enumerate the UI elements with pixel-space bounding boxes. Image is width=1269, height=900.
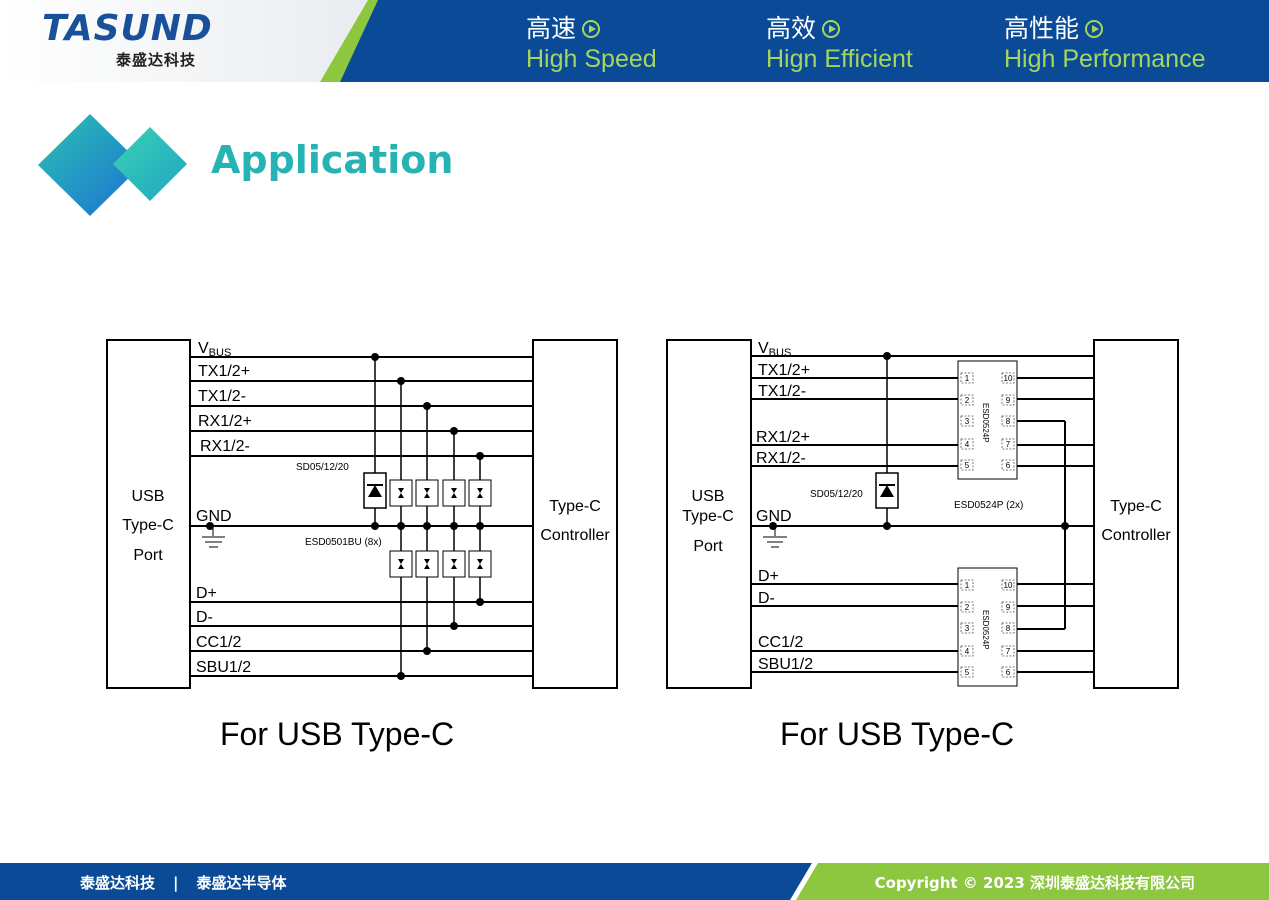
- esd-label: ESD0524P (2x): [954, 500, 1023, 511]
- signal-label: GND: [196, 508, 232, 525]
- svg-text:9: 9: [1006, 396, 1011, 405]
- svg-text:6: 6: [1006, 668, 1011, 677]
- signal-label: D-: [196, 609, 213, 626]
- esd-label: ESD0501BU (8x): [305, 537, 382, 548]
- controller-box: [1093, 339, 1179, 689]
- chip-name: ESD0524P: [981, 610, 990, 650]
- company-logo: TASUND 泰盛达科技: [0, 0, 330, 82]
- svg-text:3: 3: [965, 417, 970, 426]
- footer-company: 泰盛达科技: [80, 874, 156, 892]
- slogan-efficient-en: Hign Efficient: [766, 45, 913, 73]
- svg-text:7: 7: [1006, 647, 1011, 656]
- signal-label: TX1/2+: [758, 362, 810, 379]
- footer-copyright: Copyright © 2023 深圳泰盛达科技有限公司: [874, 874, 1195, 892]
- signal-label: SBU1/2: [758, 656, 813, 673]
- signal-label: TX1/2-: [198, 388, 246, 405]
- svg-text:10: 10: [1004, 581, 1013, 590]
- circuit-diagram-esd0501bu: VBUS TX1/2+ TX1/2- RX1/2+ RX1/2- GND D+ …: [106, 339, 618, 689]
- svg-text:8: 8: [1006, 624, 1011, 633]
- port-label: Type-C: [682, 508, 734, 525]
- svg-text:9: 9: [1006, 603, 1011, 612]
- signal-label: RX1/2+: [198, 413, 252, 430]
- port-label: USB: [132, 488, 165, 505]
- signal-label: D+: [196, 585, 217, 602]
- signal-label: RX1/2-: [200, 438, 250, 455]
- signal-label: D+: [758, 568, 779, 585]
- svg-text:5: 5: [965, 668, 970, 677]
- port-label: Port: [693, 538, 723, 555]
- circuit-diagram-esd0524p: 1 2 3 4 5 10 9 8 7 6 1 2 3 4 5 10 9 8 7 …: [666, 339, 1179, 689]
- usb-port-box: [106, 339, 191, 689]
- play-circle-icon: [582, 20, 601, 38]
- vbus-label: VBUS: [758, 340, 791, 359]
- tvs-label: SD05/12/20: [296, 462, 349, 473]
- svg-text:2: 2: [965, 603, 970, 612]
- slogan-performance-en: High Performance: [1004, 45, 1206, 73]
- footer-company-names: 泰盛达科技 | 泰盛达半导体: [80, 872, 287, 893]
- svg-text:4: 4: [965, 647, 970, 656]
- page-title: Application: [211, 138, 454, 182]
- tvs-label: SD05/12/20: [810, 489, 863, 500]
- footer-bar: [0, 863, 1269, 900]
- diagram-caption: For USB Type-C: [220, 716, 455, 752]
- controller-label: Type-C: [549, 498, 601, 515]
- slogan-speed-en: High Speed: [526, 45, 657, 73]
- diamond-decoration-icon: [30, 110, 200, 225]
- controller-label: Controller: [540, 527, 610, 544]
- controller-label: Controller: [1101, 527, 1171, 544]
- port-label: Port: [133, 547, 163, 564]
- signal-label: TX1/2+: [198, 363, 250, 380]
- signal-label: D-: [758, 590, 775, 607]
- vbus-label: VBUS: [198, 340, 231, 359]
- slogan-speed: 高速 High Speed: [526, 14, 657, 74]
- play-circle-icon: [822, 20, 841, 38]
- signal-label: SBU1/2: [196, 659, 251, 676]
- esd0524p-chip-bottom: [957, 567, 1018, 687]
- svg-text:5: 5: [965, 461, 970, 470]
- usb-port-box: [666, 339, 752, 689]
- diagram-caption: For USB Type-C: [780, 716, 1015, 752]
- signal-label: TX1/2-: [758, 383, 806, 400]
- footer-semiconductor: 泰盛达半导体: [196, 874, 287, 892]
- signal-label: GND: [756, 508, 792, 525]
- header-banner: TASUND 泰盛达科技 高速 High Speed 高效 Hign Effic…: [0, 0, 1269, 82]
- port-label: USB: [692, 488, 725, 505]
- logo-subtitle: 泰盛达科技: [116, 51, 197, 69]
- footer-separator: |: [173, 874, 179, 892]
- svg-text:1: 1: [965, 374, 970, 383]
- svg-text:6: 6: [1006, 461, 1011, 470]
- signal-label: CC1/2: [758, 634, 803, 651]
- logo-wordmark: TASUND: [42, 8, 213, 49]
- play-circle-icon: [1085, 20, 1104, 38]
- svg-text:8: 8: [1006, 417, 1011, 426]
- svg-text:2: 2: [965, 396, 970, 405]
- controller-box: [532, 339, 618, 689]
- esd0524p-chip-top: [957, 360, 1018, 480]
- slogan-performance: 高性能 High Performance: [1004, 14, 1205, 74]
- slogan-efficient: 高效 Hign Efficient: [766, 14, 913, 74]
- svg-text:10: 10: [1004, 374, 1013, 383]
- slogan-efficient-zh: 高效: [766, 14, 817, 43]
- slogan-performance-zh: 高性能: [1004, 14, 1080, 43]
- svg-text:1: 1: [965, 581, 970, 590]
- chip-name: ESD0524P: [981, 403, 990, 443]
- header-background: [0, 0, 1269, 82]
- slogan-speed-zh: 高速: [526, 14, 577, 43]
- port-label: Type-C: [122, 517, 174, 534]
- svg-text:4: 4: [965, 440, 970, 449]
- svg-text:7: 7: [1006, 440, 1011, 449]
- signal-label: CC1/2: [196, 634, 241, 651]
- controller-label: Type-C: [1110, 498, 1162, 515]
- signal-label: RX1/2-: [756, 450, 806, 467]
- svg-text:3: 3: [965, 624, 970, 633]
- signal-label: RX1/2+: [756, 429, 810, 446]
